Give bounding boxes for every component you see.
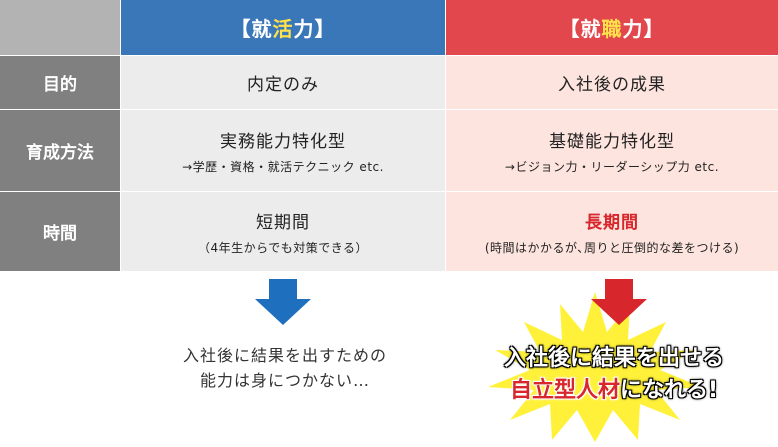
row-label-purpose: 目的 [0,56,120,109]
row-label-time: 時間 [0,192,120,271]
cell-shukatsu-time: 短期間 （4年生からでも対策できる） [121,192,445,271]
cell-sub-text: （4年生からでも対策できる） [197,240,369,255]
cell-main-text: 長期間 [585,212,639,233]
cell-main-text: 入社後の成果 [558,75,666,95]
down-arrow-icon [591,279,647,325]
cell-shushoku-time: 長期間 (時間はかかるが､周りと圧倒的な差をつける) [446,192,778,271]
cell-sub-text: →ビジョン力・リーダーシップ力 etc. [504,159,720,174]
cell-sub-text: (時間はかかるが､周りと圧倒的な差をつける) [484,240,740,255]
starburst-icon [488,292,702,442]
shukatsu-result-text: 入社後に結果を出すための 能力は身につかない… [182,346,387,390]
header-shushoku: 【就職力】 [446,0,778,55]
down-arrow-icon [255,279,311,325]
cell-main-text: 実務能力特化型 [220,131,346,152]
header-shukatsu: 【就活力】 [121,0,445,55]
table-corner [0,0,120,55]
cell-main-text: 基礎能力特化型 [549,131,675,152]
shushoku-result-text: 入社後に結果を出せる 自立型人材になれる! [503,346,724,403]
cell-sub-text: →学歴・資格・就活テクニック etc. [182,159,384,174]
row-label-training-method: 育成方法 [0,110,120,191]
cell-main-text: 内定のみ [247,75,319,95]
cell-shushoku-purpose: 入社後の成果 [446,56,778,109]
cell-shukatsu-purpose: 内定のみ [121,56,445,109]
cell-main-text: 短期間 [256,212,310,233]
cell-shushoku-method: 基礎能力特化型 →ビジョン力・リーダーシップ力 etc. [446,110,778,191]
cell-shukatsu-method: 実務能力特化型 →学歴・資格・就活テクニック etc. [121,110,445,191]
